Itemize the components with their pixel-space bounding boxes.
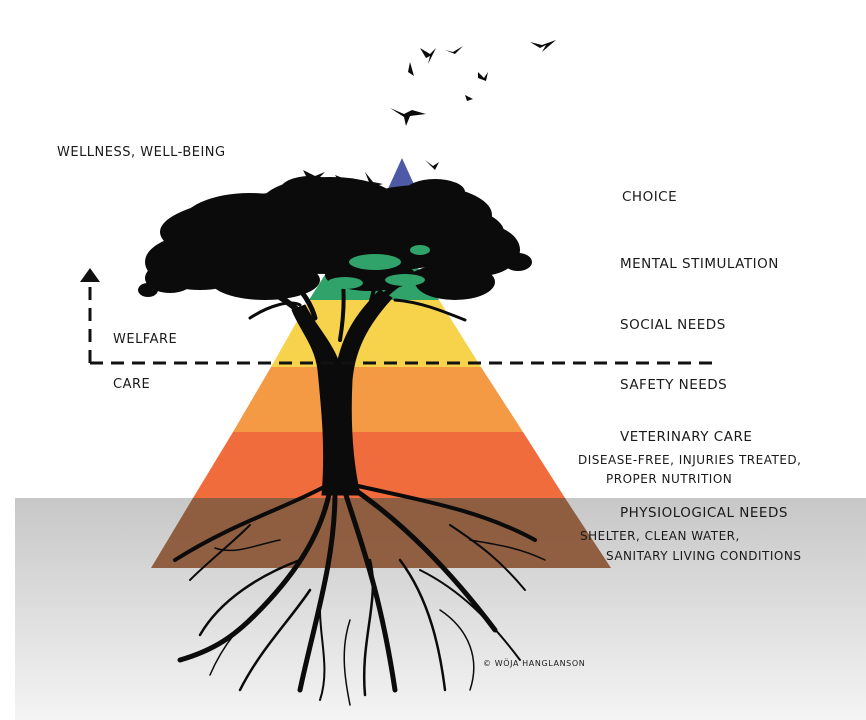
physiological-detail-line-2: SANITARY LIVING CONDITIONS <box>606 550 801 564</box>
level-physiological-label: PHYSIOLOGICAL NEEDS <box>620 506 788 522</box>
artist-credit: © WÖJA HANGLANSON <box>483 659 585 668</box>
level-mental-label: MENTAL STIMULATION <box>620 257 779 273</box>
pyramid-layer-veterinary <box>193 432 565 498</box>
birds <box>303 40 556 187</box>
bird-icon <box>420 48 436 64</box>
level-safety-label: SAFETY NEEDS <box>620 378 727 394</box>
veterinary-detail-line-2: PROPER NUTRITION <box>606 473 732 487</box>
bird-icon <box>425 160 439 170</box>
bird-icon <box>478 72 488 81</box>
level-veterinary-label: VETERINARY CARE <box>620 430 752 446</box>
veterinary-detail-line-1: DISEASE-FREE, INJURIES TREATED, <box>578 454 801 468</box>
care-label: CARE <box>113 378 150 393</box>
pyramid-layer-safety <box>233 367 523 432</box>
physiological-detail-line-1: SHELTER, CLEAN WATER, <box>580 530 740 544</box>
level-social-label: SOCIAL NEEDS <box>620 318 726 334</box>
bird-icon <box>390 108 426 126</box>
arrow-up-icon <box>80 268 100 282</box>
bird-icon <box>530 40 556 52</box>
bird-icon <box>445 46 463 54</box>
welfare-label: WELFARE <box>113 333 177 348</box>
level-choice-label: CHOICE <box>622 190 677 206</box>
bird-icon <box>465 95 473 101</box>
wellness-label: WELLNESS, WELL-BEING <box>57 146 226 161</box>
bird-icon <box>408 62 414 76</box>
